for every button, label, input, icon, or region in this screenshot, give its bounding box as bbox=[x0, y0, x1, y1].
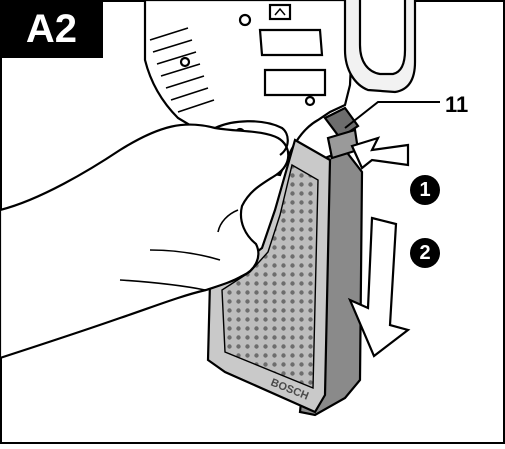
tool-housing bbox=[143, 0, 417, 177]
callout-number: 11 bbox=[445, 92, 469, 117]
pull-down-arrow bbox=[347, 216, 411, 358]
hand bbox=[0, 120, 290, 360]
figure-label: A2 bbox=[0, 0, 103, 58]
callout-leader bbox=[344, 101, 440, 129]
step-2-badge: 2 bbox=[410, 238, 440, 268]
step-1-badge: 1 bbox=[410, 175, 440, 205]
battery-pack bbox=[206, 106, 364, 417]
push-arrow bbox=[350, 136, 410, 170]
